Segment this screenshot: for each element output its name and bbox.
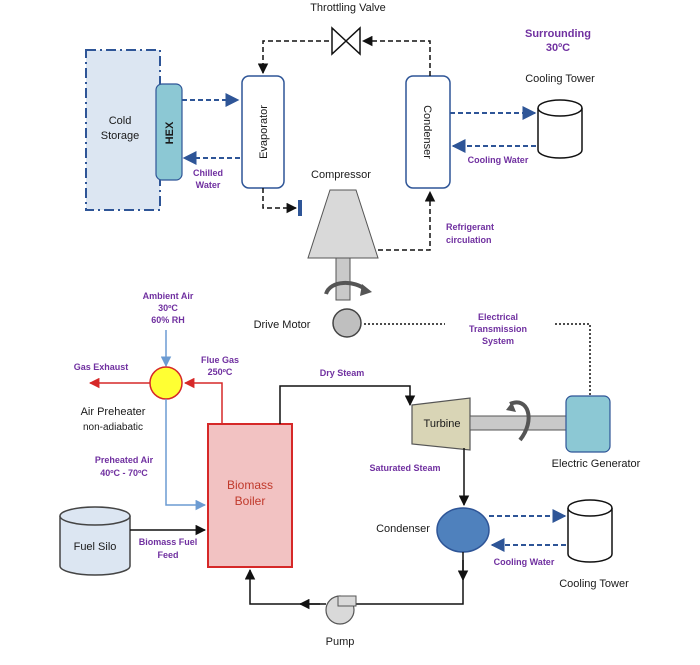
surrounding-label-1: Surrounding	[525, 28, 591, 40]
preheated-air-label-1: Preheated Air	[95, 455, 154, 465]
compressor-label: Compressor	[311, 169, 371, 181]
biomass-fuel-label-1: Biomass Fuel	[139, 537, 198, 547]
power-cooling-tower-icon	[567, 499, 613, 563]
pump-label: Pump	[326, 636, 355, 648]
refrigerant-line-valve-to-evaporator	[257, 40, 329, 75]
flue-gas-line	[183, 377, 223, 424]
ambient-air-label-2: 30ºC	[158, 303, 178, 313]
air-preheater-label: Air Preheater	[81, 406, 146, 418]
throttling-valve-icon	[331, 26, 361, 56]
air-preheater-icon	[149, 366, 183, 400]
electrical-line-from-generator	[555, 323, 591, 395]
electrical-label-1: Electrical	[478, 312, 518, 322]
non-adiabatic-label: non-adiabatic	[83, 422, 143, 433]
drive-motor-label: Drive Motor	[254, 319, 311, 331]
throttling-valve-label: Throttling Valve	[310, 2, 386, 14]
chilled-water-label-2: Water	[196, 180, 221, 190]
refrigerant-line-compressor-to-condenser	[378, 190, 436, 251]
preheated-air-line	[165, 399, 207, 511]
biomass-fuel-label-2: Feed	[157, 550, 178, 560]
drive-motor-icon	[332, 308, 362, 338]
hex-label: HEX	[164, 121, 176, 144]
electric-generator-icon	[565, 395, 611, 453]
fuel-silo-icon	[59, 506, 131, 576]
refrigerant-line-condenser-to-valve	[361, 35, 431, 76]
refrigeration-cooling-tower-icon	[537, 99, 583, 159]
biomass-boiler: Biomass Boiler	[207, 423, 293, 568]
fuel-silo-label: Fuel Silo	[74, 541, 117, 553]
surrounding-label-2: 30ºC	[546, 42, 570, 54]
power-cooling-tower-label: Cooling Tower	[559, 578, 629, 590]
gas-exhaust-label: Gas Exhaust	[74, 362, 129, 372]
cold-storage-label-2: Storage	[101, 130, 140, 142]
saturated-steam-label: Saturated Steam	[369, 463, 440, 473]
cold-storage: Cold Storage	[85, 49, 161, 211]
power-condenser-icon	[436, 507, 490, 553]
turbine-rotation-icon	[509, 400, 531, 442]
refrigeration-condenser: Condenser	[405, 75, 451, 189]
sensor-marker	[298, 200, 302, 216]
boiler-label-1: Biomass	[227, 478, 273, 492]
turbine: Turbine	[411, 397, 471, 451]
turbine-label: Turbine	[424, 418, 461, 430]
hex: HEX	[155, 83, 183, 181]
chilled-water-label-1: Chilled	[193, 168, 223, 178]
preheated-air-label-2: 40ºC - 70ºC	[100, 468, 148, 478]
flue-gas-label-1: Flue Gas	[201, 355, 239, 365]
refrigerant-label-1: Refrigerant	[446, 222, 494, 232]
ambient-air-label-3: 60% RH	[151, 315, 185, 325]
compressor-rotation-arrowhead	[360, 284, 372, 296]
feedwater-line	[244, 568, 326, 605]
refrigeration-cooling-water-label: Cooling Water	[468, 155, 529, 165]
electrical-label-2: Transmission	[469, 324, 527, 334]
compressor-icon	[307, 189, 379, 301]
turbine-rotation-arrowhead	[506, 402, 516, 412]
power-cooling-water-label: Cooling Water	[494, 557, 555, 567]
refrigeration-condenser-label: Condenser	[421, 105, 433, 159]
flue-gas-label-2: 250ºC	[208, 367, 233, 377]
evaporator: Evaporator	[241, 75, 285, 189]
evaporator-label: Evaporator	[258, 105, 270, 159]
electric-generator-label: Electric Generator	[552, 458, 641, 470]
refrigerant-label-2: circulation	[446, 235, 492, 245]
dry-steam-label: Dry Steam	[320, 368, 365, 378]
boiler-label-2: Boiler	[235, 494, 266, 508]
electrical-label-3: System	[482, 336, 514, 346]
cold-storage-label-1: Cold	[109, 115, 132, 127]
pump-icon	[325, 595, 357, 625]
power-condenser-label: Condenser	[376, 523, 430, 535]
turbine-shaft	[469, 415, 567, 431]
condensate-line	[355, 552, 464, 605]
ambient-air-label-1: Ambient Air	[143, 291, 194, 301]
refrigeration-cooling-tower-label: Cooling Tower	[525, 73, 595, 85]
dry-steam-line	[279, 385, 416, 424]
refrigerant-line-evaporator-to-compressor	[262, 188, 298, 214]
